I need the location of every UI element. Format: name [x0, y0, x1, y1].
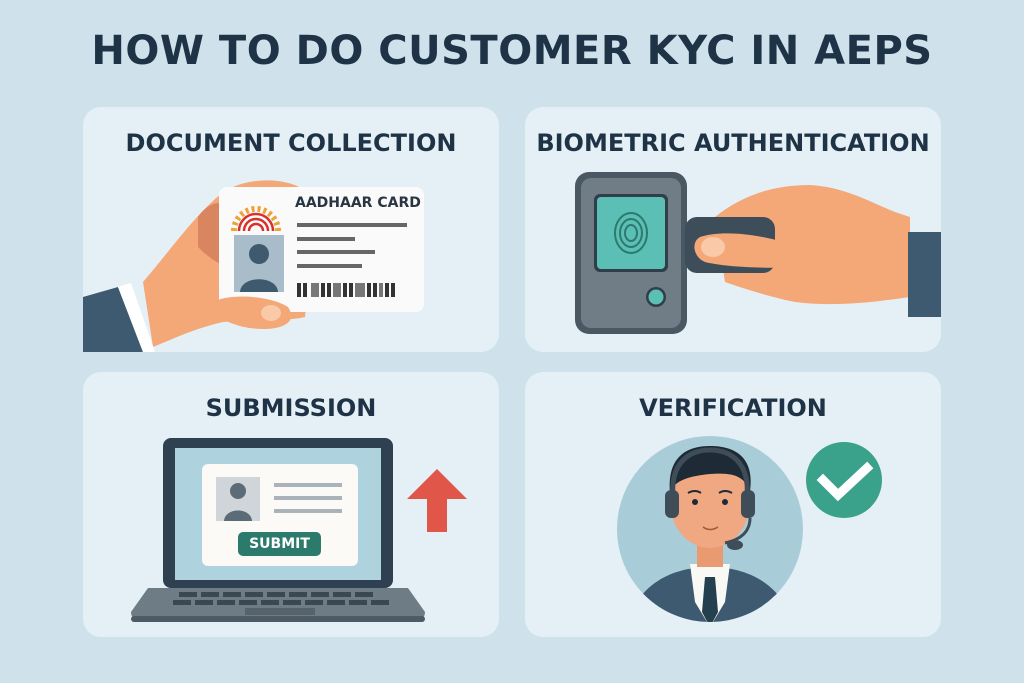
panel-title: VERIFICATION	[639, 394, 827, 422]
fingerprint-scanner-illustration	[575, 172, 941, 334]
panel-document-collection: DOCUMENT COLLECTION	[83, 107, 499, 352]
panel-title: SUBMISSION	[205, 394, 377, 422]
panel-title: BIOMETRIC AUTHENTICATION	[536, 129, 930, 157]
panel-submission: SUBMISSION SUBMIT	[83, 372, 499, 637]
panel-biometric-authentication: BIOMETRIC AUTHENTICATION	[525, 107, 941, 352]
check-badge-icon	[806, 442, 882, 518]
submit-button[interactable]: SUBMIT	[238, 532, 321, 556]
id-photo-avatar	[234, 223, 407, 297]
aadhaar-logo-icon	[231, 206, 281, 232]
panel-title: DOCUMENT COLLECTION	[125, 129, 457, 157]
support-agent-avatar	[617, 436, 803, 622]
aadhaar-card-label: AADHAAR CARD	[295, 195, 421, 211]
panel-verification: VERIFICATION	[525, 372, 941, 637]
upload-arrow-icon	[407, 469, 467, 532]
page-title: HOW TO DO CUSTOMER KYC IN AEPS	[91, 28, 933, 74]
